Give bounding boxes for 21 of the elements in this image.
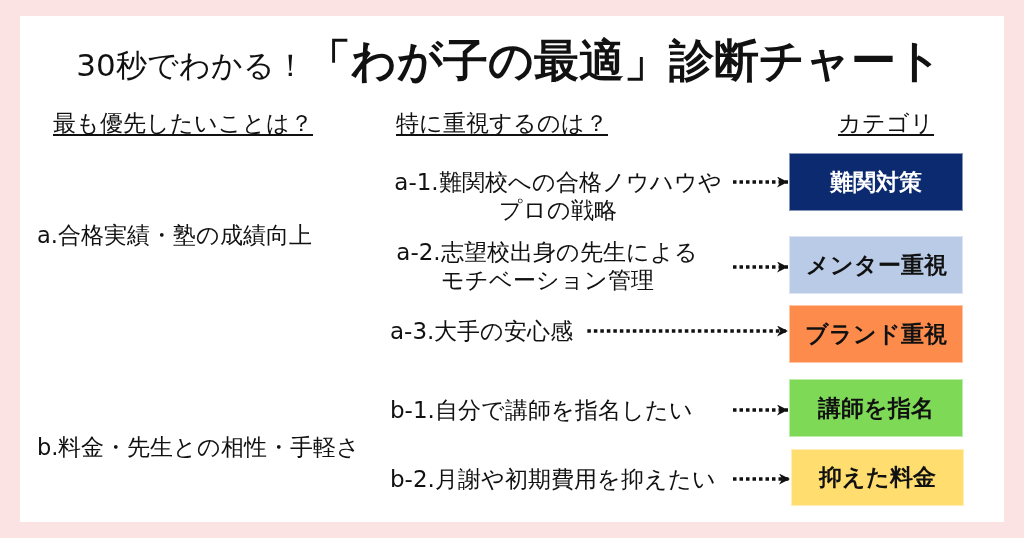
option-text: a.合格実績・塾の成績向上 [37,221,312,249]
option-text: b.料金・先生との相性・手軽さ [37,433,361,461]
dotted-arrow [733,261,788,273]
option-text: b-2.月謝や初期費用を抑えたい [390,465,716,493]
dotted-arrow [733,404,788,416]
category-box: 講師を指名 [789,379,963,437]
dotted-arrow [733,176,788,188]
category-box: メンター重視 [789,236,963,294]
option-text: a-1.難関校への合格ノウハウやプロの戦略 [393,168,723,224]
option-text: a-3.大手の安心感 [390,317,574,345]
option-text: b-1.自分で講師を指名したい [390,396,693,424]
column-heading: カテゴリ [838,109,934,137]
column-heading: 最も優先したいことは？ [53,109,313,137]
category-box: 抑えた料金 [791,449,964,506]
dotted-arrow [733,473,790,485]
column-heading: 特に重視するのは？ [396,109,608,137]
category-box: ブランド重視 [789,305,963,363]
category-box: 難関対策 [789,153,963,211]
title: 30秒でわかる！「わが子の最適」診断チャート [76,34,942,88]
dotted-arrow [587,325,788,337]
option-text: a-2.志望校出身の先生によるモチベーション管理 [395,238,699,294]
